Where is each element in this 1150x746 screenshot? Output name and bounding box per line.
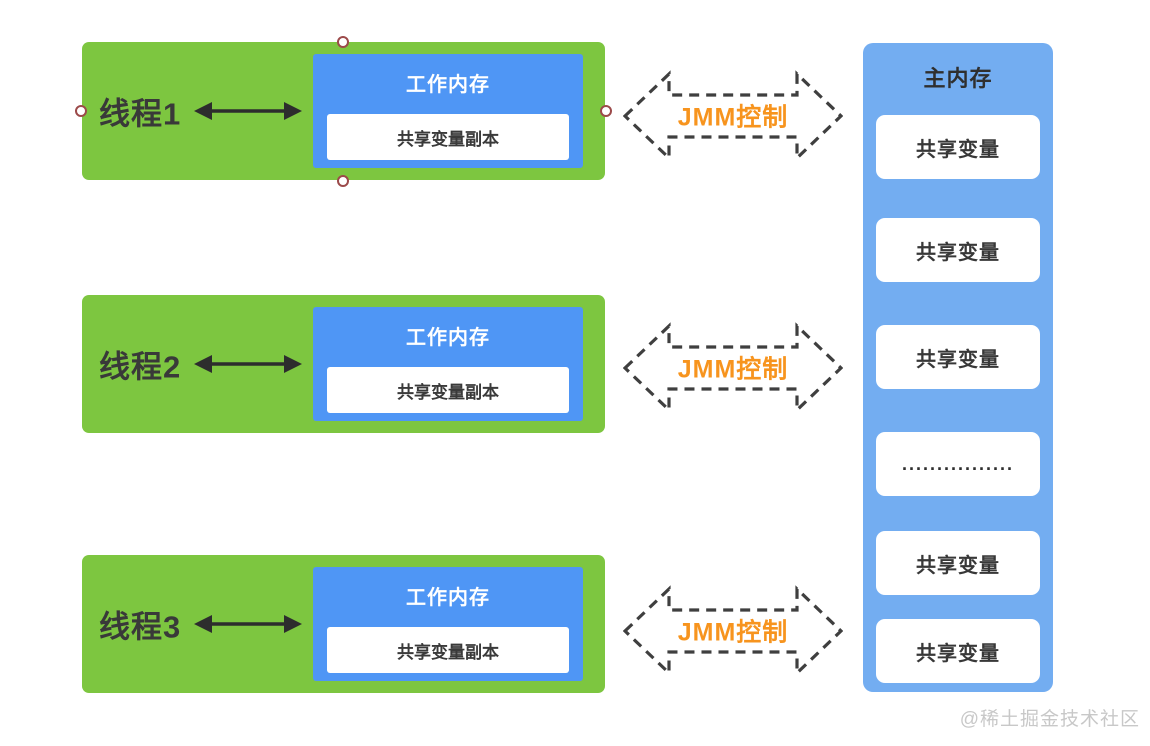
shared-variable-copy-box[interactable]: 共享变量副本 [327,114,569,160]
thread-1-label: 线程1 [99,96,182,132]
working-memory-title: 工作内存 [406,587,490,609]
working-memory-title: 工作内存 [406,327,490,349]
watermark: @稀土掘金技术社区 [959,709,1140,730]
thread-3-group[interactable]: 线程3 工作内存 共享变量副本 [82,555,605,693]
shared-variable-slot-4[interactable]: 共享变量 [876,531,1040,595]
working-memory-box[interactable]: 工作内存 共享变量副本 [313,567,583,681]
working-memory-title: 工作内存 [406,74,490,96]
dashed-double-arrow-icon [623,70,843,162]
shared-variable-slot-2[interactable]: 共享变量 [876,218,1040,282]
shared-variable-slot-3[interactable]: 共享变量 [876,325,1040,389]
main-memory-title: 主内存 [923,66,993,91]
dashed-double-arrow-icon [623,585,843,677]
jmm-control-label: JMM控制 [677,618,789,647]
shared-variable-copy-box[interactable]: 共享变量副本 [327,367,569,413]
main-memory-panel[interactable]: 主内存 共享变量 共享变量 共享变量 ................ 共享变量… [863,43,1053,692]
jmm-control-label: JMM控制 [677,103,789,132]
shared-variable-copy-box[interactable]: 共享变量副本 [327,627,569,673]
resize-handle-top[interactable] [337,36,349,48]
ellipsis-slot[interactable]: ................ [876,432,1040,496]
resize-handle-left[interactable] [75,105,87,117]
thread-2-label: 线程2 [99,349,182,385]
jmm-control-arrow-2[interactable]: JMM控制 [623,320,843,416]
jmm-control-label: JMM控制 [677,355,789,384]
resize-handle-right[interactable] [600,105,612,117]
dashed-double-arrow-icon [623,322,843,414]
shared-variable-slot-5[interactable]: 共享变量 [876,619,1040,683]
resize-handle-bottom[interactable] [337,175,349,187]
bidirectional-arrow [194,355,302,373]
thread-3-label: 线程3 [99,609,182,645]
bidirectional-arrow [194,102,302,120]
working-memory-box[interactable]: 工作内存 共享变量副本 [313,54,583,168]
thread-2-group[interactable]: 线程2 工作内存 共享变量副本 [82,295,605,433]
jmm-control-arrow-3[interactable]: JMM控制 [623,583,843,679]
shared-variable-slot-1[interactable]: 共享变量 [876,115,1040,179]
working-memory-box[interactable]: 工作内存 共享变量副本 [313,307,583,421]
jmm-control-arrow-1[interactable]: JMM控制 [623,68,843,164]
bidirectional-arrow [194,615,302,633]
thread-1-group[interactable]: 线程1 工作内存 共享变量副本 [75,36,612,187]
